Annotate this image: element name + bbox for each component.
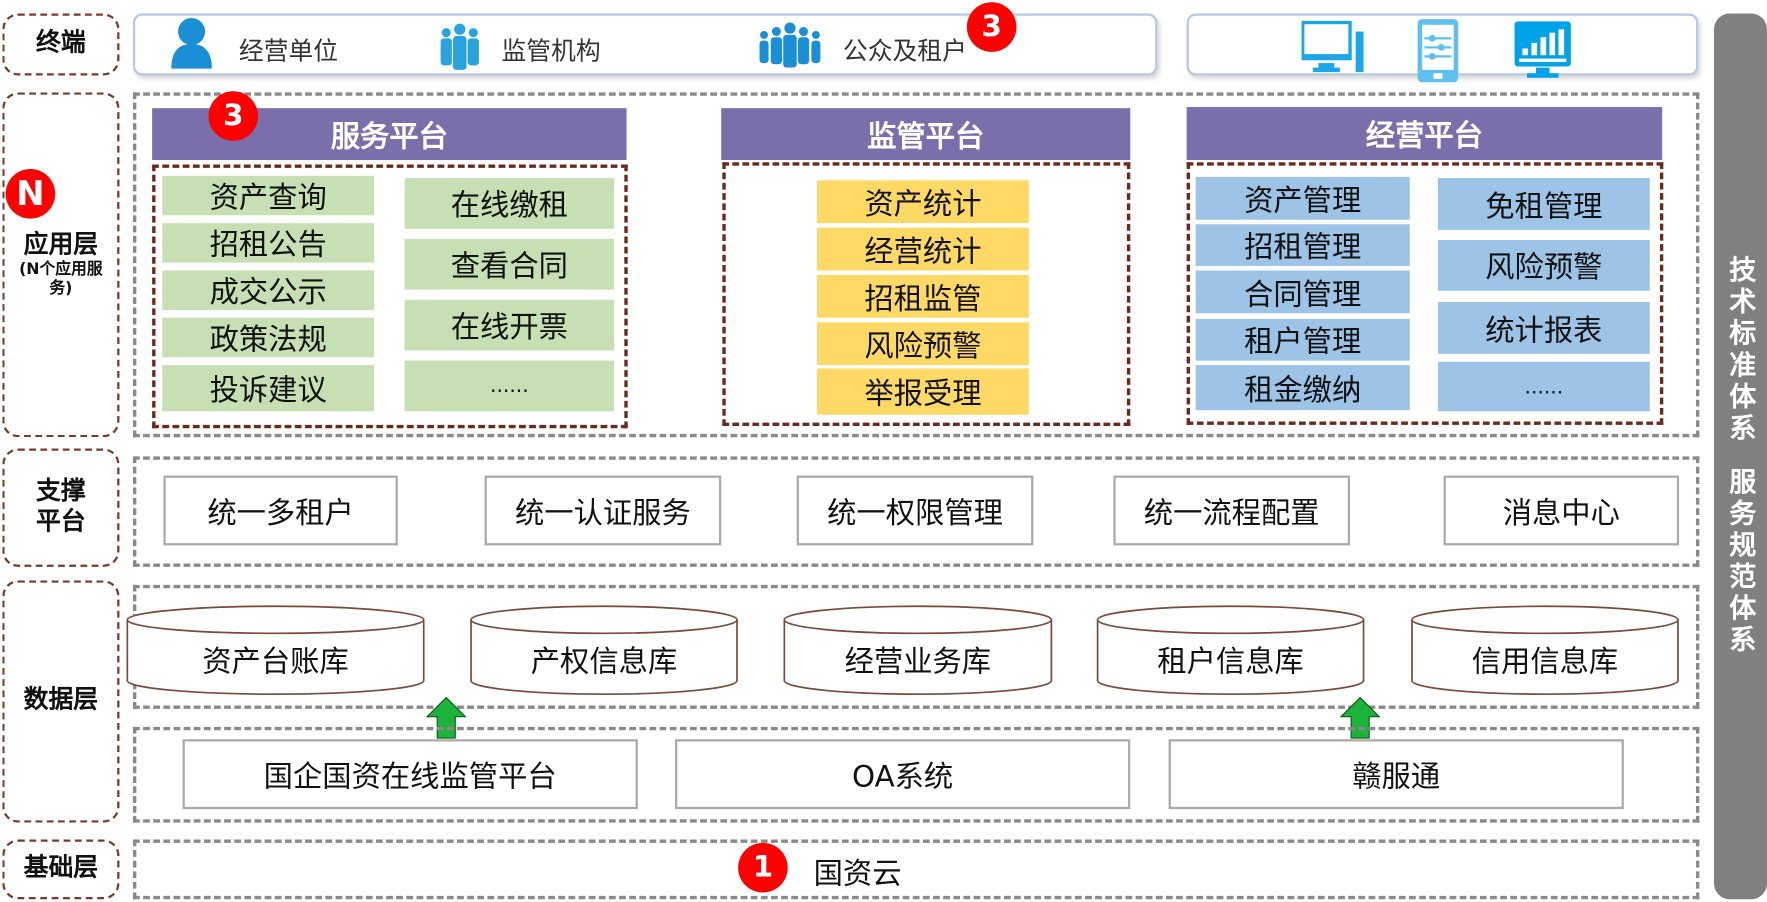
operation-item[interactable]: 免租管理 bbox=[1437, 178, 1650, 230]
layer-label-data: 数据层 bbox=[2, 580, 120, 823]
supervision-item[interactable]: 资产统计 bbox=[817, 180, 1029, 224]
tablet-settings-icon bbox=[1417, 19, 1459, 83]
operation-platform-body bbox=[1186, 162, 1664, 425]
database-cylinder[interactable]: 产权信息库 bbox=[470, 604, 738, 696]
database-label: 租户信息库 bbox=[1157, 645, 1304, 680]
cylinder-shape bbox=[1096, 605, 1365, 696]
database-cylinder[interactable]: 信用信息库 bbox=[1411, 604, 1679, 696]
service-item[interactable]: 成交公示 bbox=[162, 270, 375, 310]
operation-item[interactable]: 风险预警 bbox=[1437, 240, 1650, 291]
service-item[interactable]: 查看合同 bbox=[404, 238, 615, 290]
operation-item[interactable]: 租金缴纳 bbox=[1195, 365, 1410, 411]
service-item[interactable]: 投诉建议 bbox=[162, 365, 375, 412]
side-label-bottom: 服务规范体系 bbox=[1724, 467, 1756, 657]
database-cylinder[interactable]: 资产台账库 bbox=[126, 604, 425, 696]
badge-3: 3 bbox=[208, 91, 259, 141]
standards-sidebar: 技术标准体系 服务规范体系 bbox=[1714, 13, 1767, 900]
layer-label-text: 终端 bbox=[36, 29, 86, 58]
badge-n: N bbox=[5, 169, 56, 219]
service-platform-body bbox=[152, 164, 628, 429]
layer-label-support: 支撑平台 bbox=[2, 448, 120, 567]
supervision-item[interactable]: 风险预警 bbox=[817, 322, 1029, 366]
layer-label-text: 支撑平台 bbox=[36, 477, 86, 536]
operation-item-more[interactable]: ...... bbox=[1437, 361, 1650, 412]
base-cloud-label: 国资云 bbox=[813, 857, 902, 892]
upload-arrow-icon bbox=[1339, 696, 1381, 739]
cylinder-shape bbox=[783, 605, 1053, 696]
service-item[interactable]: 政策法规 bbox=[162, 317, 375, 358]
cylinder-shape bbox=[470, 605, 738, 696]
side-label-top: 技术标准体系 bbox=[1724, 255, 1756, 446]
source-systems-box bbox=[132, 726, 1700, 823]
support-layer-box bbox=[132, 456, 1700, 567]
layer-label-text: 基础层 bbox=[23, 854, 99, 883]
operation-platform-header: 经营平台 bbox=[1186, 107, 1663, 161]
person-icon bbox=[171, 18, 212, 69]
supervision-platform-body bbox=[722, 162, 1131, 426]
database-label: 信用信息库 bbox=[1471, 645, 1619, 680]
source-system[interactable]: 国企国资在线监管平台 bbox=[182, 739, 638, 810]
upload-arrow-icon bbox=[425, 696, 467, 739]
cylinder-shape bbox=[1411, 605, 1679, 696]
database-label: 资产台账库 bbox=[202, 645, 349, 680]
layer-label-subtext: (N个应用服务) bbox=[19, 260, 103, 298]
cylinder-shape bbox=[126, 605, 425, 696]
operation-item[interactable]: 合同管理 bbox=[1195, 270, 1410, 314]
database-label: 产权信息库 bbox=[530, 645, 678, 680]
database-label: 经营业务库 bbox=[844, 645, 992, 680]
monitor-chart-icon bbox=[1514, 21, 1571, 78]
source-system[interactable]: OA系统 bbox=[675, 739, 1131, 810]
group-icon bbox=[440, 23, 479, 70]
terminal-item-label: 监管机构 bbox=[501, 38, 601, 67]
supervision-platform-header: 监管平台 bbox=[721, 108, 1131, 161]
service-item[interactable]: 招租公告 bbox=[162, 223, 375, 263]
support-service[interactable]: 消息中心 bbox=[1443, 475, 1680, 546]
service-item[interactable]: 资产查询 bbox=[162, 175, 375, 216]
service-item-more[interactable]: ...... bbox=[404, 360, 615, 412]
supervision-item[interactable]: 招租监管 bbox=[817, 274, 1029, 318]
operation-item[interactable]: 统计报表 bbox=[1437, 302, 1650, 354]
layer-label-text: 应用层 bbox=[23, 231, 99, 260]
terminal-item-label: 经营单位 bbox=[238, 38, 339, 67]
database-cylinder[interactable]: 租户信息库 bbox=[1096, 604, 1365, 696]
badge-3: 3 bbox=[966, 2, 1017, 52]
support-service[interactable]: 统一流程配置 bbox=[1113, 475, 1351, 546]
layer-label-base: 基础层 bbox=[2, 839, 120, 900]
support-service[interactable]: 统一多租户 bbox=[163, 475, 398, 546]
service-item[interactable]: 在线开票 bbox=[404, 299, 615, 351]
support-service[interactable]: 统一权限管理 bbox=[796, 475, 1034, 546]
service-item[interactable]: 在线缴租 bbox=[404, 178, 615, 229]
operation-item[interactable]: 招租管理 bbox=[1195, 224, 1410, 266]
source-system[interactable]: 赣服通 bbox=[1168, 739, 1624, 810]
database-cylinder[interactable]: 经营业务库 bbox=[783, 604, 1053, 696]
base-layer-box bbox=[132, 839, 1700, 900]
desktop-icon bbox=[1301, 20, 1364, 73]
operation-item[interactable]: 资产管理 bbox=[1195, 176, 1410, 220]
terminal-item-label: 公众及租户 bbox=[842, 38, 967, 67]
support-service[interactable]: 统一认证服务 bbox=[484, 475, 722, 546]
layer-label-app: 应用层(N个应用服务) bbox=[2, 92, 120, 438]
crowd-icon bbox=[759, 22, 821, 68]
layer-label-terminal: 终端 bbox=[2, 13, 120, 76]
supervision-item[interactable]: 经营统计 bbox=[817, 227, 1029, 271]
layer-label-text: 数据层 bbox=[23, 686, 99, 715]
supervision-item[interactable]: 举报受理 bbox=[817, 368, 1029, 415]
operation-item[interactable]: 租户管理 bbox=[1195, 318, 1410, 361]
app-layer-box bbox=[132, 92, 1700, 438]
badge-1: 1 bbox=[738, 842, 788, 893]
